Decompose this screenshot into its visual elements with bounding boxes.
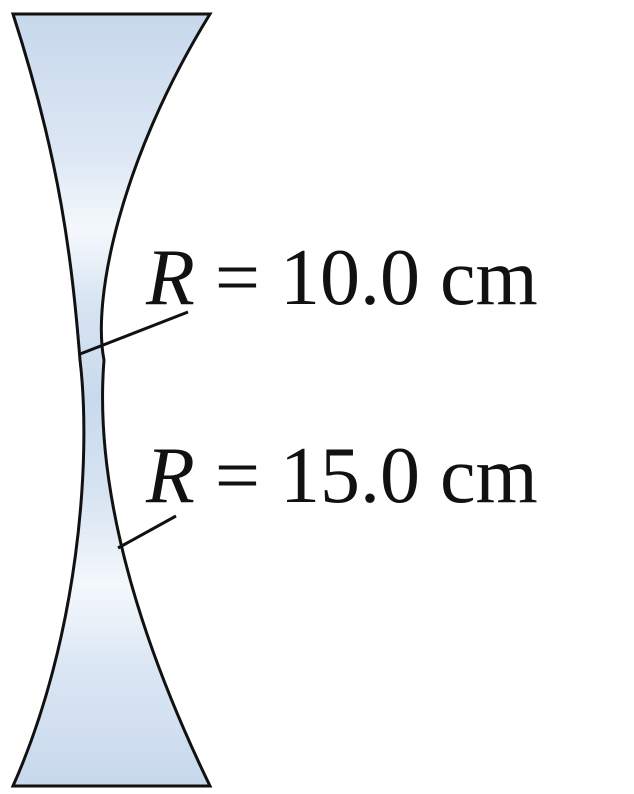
lens-body: [10, 12, 213, 788]
radius-symbol: R: [146, 432, 195, 520]
radius-value: 10.0 cm: [280, 234, 538, 322]
radius-label-top: R = 10.0 cm: [146, 238, 538, 318]
equals-sign: =: [214, 432, 260, 520]
leader-line-top: [79, 310, 189, 356]
radius-symbol: R: [146, 234, 195, 322]
radius-label-bottom: R = 15.0 cm: [146, 436, 538, 516]
equals-sign: =: [214, 234, 260, 322]
radius-value: 15.0 cm: [280, 432, 538, 520]
leader-line-bottom: [117, 514, 177, 550]
